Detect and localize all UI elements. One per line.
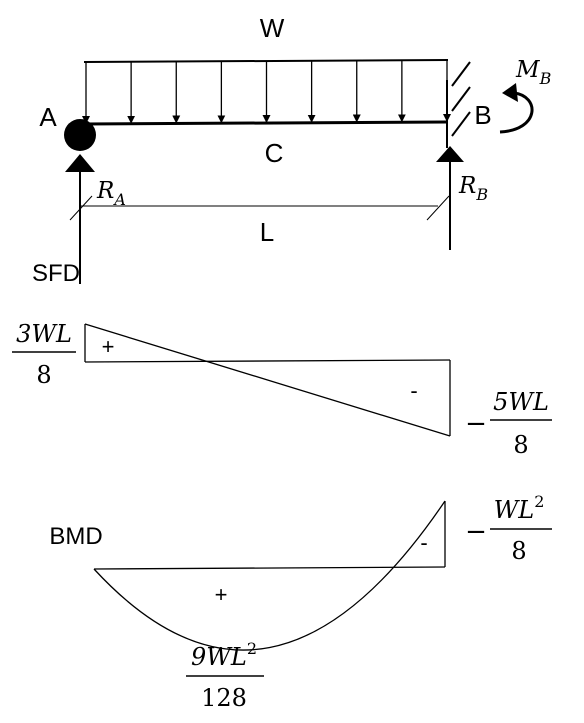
bmd-end-value: − WL2 8 — [465, 492, 552, 565]
sfd-title: SFD — [32, 260, 80, 287]
point-b-label: B — [474, 100, 491, 130]
moment-subscript: B — [539, 69, 552, 88]
bmd-max-value: 9WL2 128 — [186, 639, 264, 712]
shear-force-diagram — [84, 323, 451, 437]
bmd-negative-sign: - — [420, 530, 427, 555]
bmd-end-numerator-base: WL — [494, 496, 535, 524]
reaction-a-subscript: A — [112, 190, 126, 209]
beam — [83, 120, 448, 126]
distributed-load — [82, 59, 451, 124]
sfd-right-denominator: 8 — [513, 431, 528, 459]
moment-label: MB — [515, 57, 552, 88]
span-tick-left — [69, 195, 93, 221]
bmd-max-numerator: 9WL2 — [191, 639, 257, 671]
bmd-moment-curve — [93, 500, 446, 651]
load-arrows — [82, 60, 451, 124]
sfd-left-denominator: 8 — [36, 361, 51, 389]
moment-arrowhead-icon — [502, 83, 518, 102]
span-label: L — [260, 217, 274, 247]
sfd-right-numerator: 5WL — [493, 388, 549, 416]
support-triangle-a — [65, 154, 95, 172]
bmd-max-numerator-base: 9WL — [191, 643, 247, 671]
bmd-end-denominator: 8 — [511, 537, 526, 565]
sfd-negative-sign: - — [410, 378, 417, 403]
sfd-positive-sign: + — [102, 334, 115, 359]
wall-hatch-b — [451, 61, 471, 137]
point-c-label: C — [265, 138, 284, 168]
bmd-baseline — [93, 566, 446, 570]
bmd-end-sign: − — [465, 517, 487, 547]
bmd-end-numerator: WL2 — [494, 492, 545, 524]
sfd-right-value: − 5WL 8 — [465, 388, 552, 459]
point-a-label: A — [39, 102, 57, 132]
support-triangle-b — [436, 146, 464, 162]
sfd-left-value: 3WL 8 — [12, 320, 76, 389]
moment-arrow-icon — [499, 91, 534, 134]
reaction-b-subscript: B — [475, 185, 488, 204]
bmd-positive-sign: + — [215, 582, 228, 607]
sfd-baseline — [84, 359, 451, 363]
sfd-left-numerator: 3WL — [16, 320, 72, 348]
bmd-max-denominator: 128 — [201, 684, 247, 712]
reaction-a-label: RA — [96, 178, 126, 209]
bmd-max-exponent: 2 — [247, 639, 257, 658]
pin-support-a — [64, 119, 96, 151]
reaction-a-symbol: R — [96, 178, 114, 204]
moment-symbol: M — [515, 57, 541, 83]
sfd-shear-line — [84, 323, 451, 437]
bending-moment-diagram — [93, 500, 446, 651]
load-label: W — [260, 13, 285, 43]
sfd-right-sign: − — [465, 409, 487, 439]
reaction-b-symbol: R — [458, 173, 476, 199]
bmd-end-exponent: 2 — [534, 492, 544, 511]
span-tick-right — [426, 195, 450, 221]
bmd-title: BMD — [49, 523, 102, 550]
reaction-b-label: RB — [458, 173, 488, 204]
